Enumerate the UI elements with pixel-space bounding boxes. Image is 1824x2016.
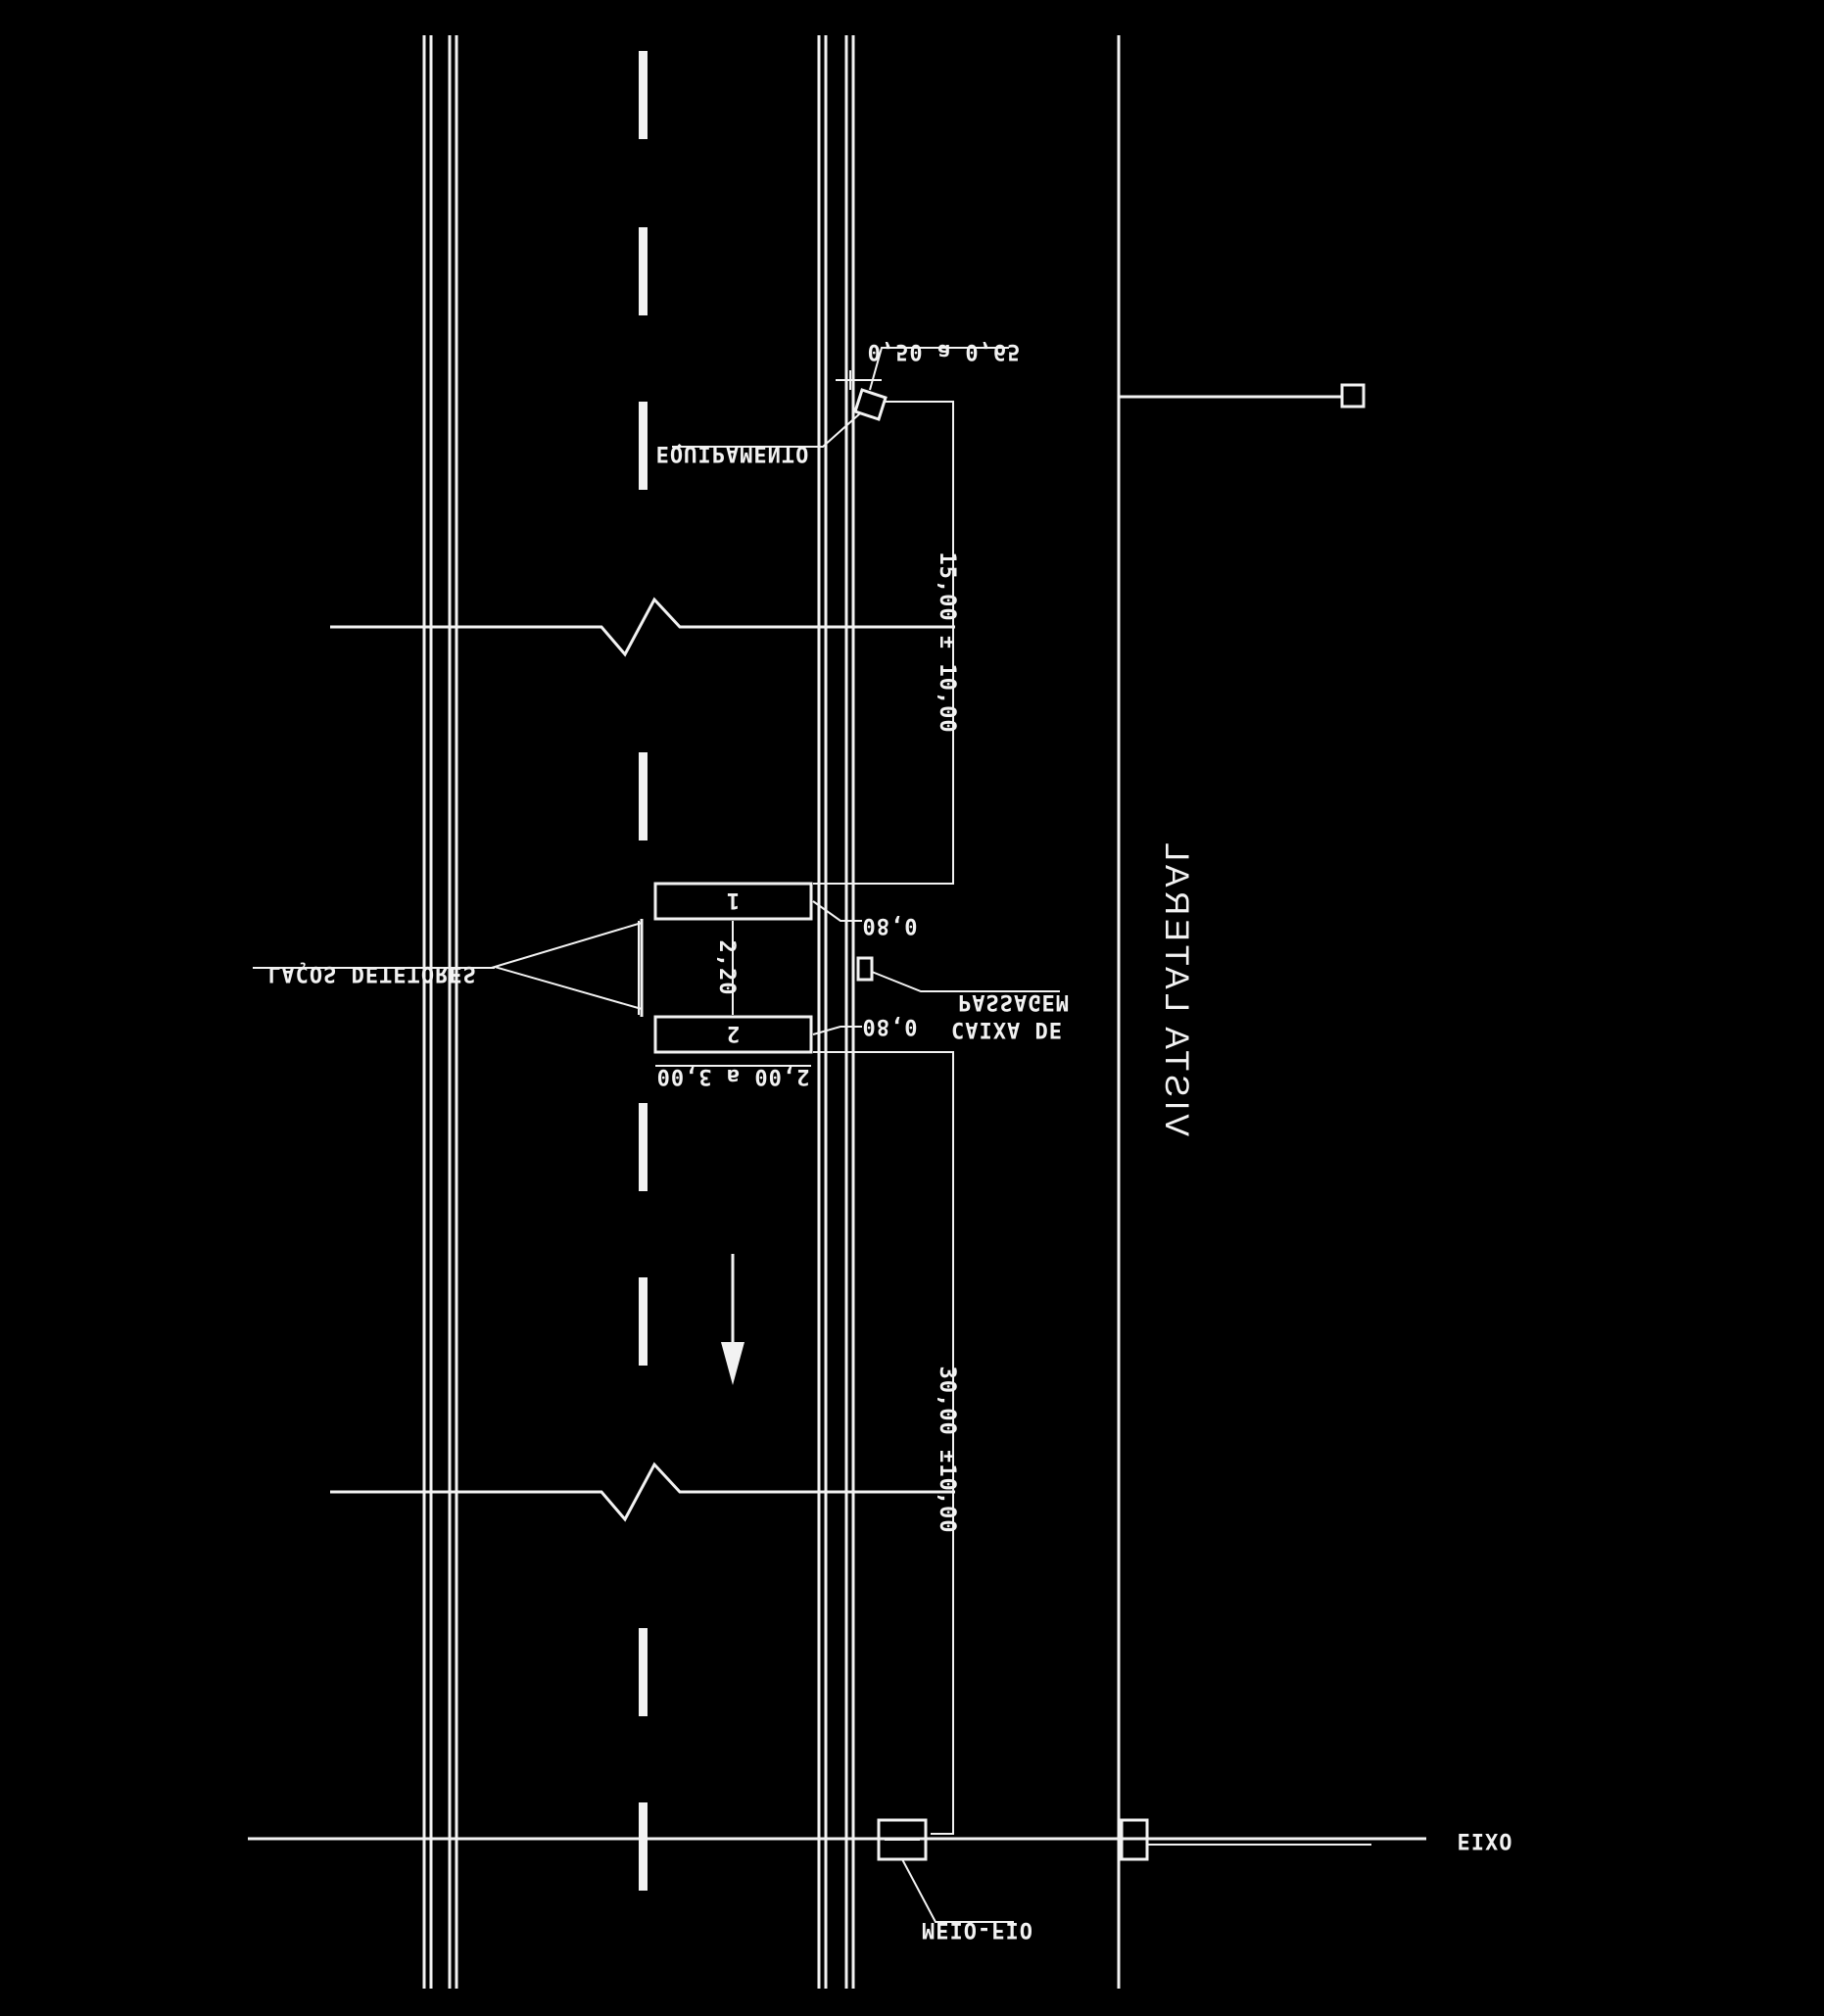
loop-length-dim: 2,00 a 3,00	[655, 1064, 811, 1088]
meio-fio-label: MEIO-FIO	[922, 1917, 1033, 1942]
pole-head-top	[1340, 383, 1366, 408]
lacos-leader	[491, 922, 643, 1010]
equipment-offset-label: 0,50 a 0,65	[868, 339, 1022, 363]
dim-line-equipment	[813, 401, 954, 885]
offset-top-leader	[812, 900, 862, 922]
eixo-label: EIXO	[1458, 1828, 1513, 1852]
equipment-box	[672, 347, 1009, 448]
road-edge-left	[422, 35, 458, 1989]
offset-bottom-leader	[812, 1026, 862, 1035]
lacos-label: LAÇOS DETETORES	[267, 961, 477, 985]
loop-1-number: 1	[726, 888, 740, 912]
caixa-passagem-leader	[871, 971, 1060, 992]
offset-bottom-label: 0,80	[862, 1014, 918, 1038]
meio-fio-box	[877, 1818, 1014, 1923]
dim-line-curb	[813, 1051, 954, 1835]
break-line-bottom	[330, 1462, 955, 1522]
caixa-passagem-box	[856, 956, 874, 982]
view-title: VISTA LATERAL	[1158, 839, 1195, 1136]
traffic-direction-arrow	[721, 1254, 744, 1385]
road-edge-right	[817, 35, 855, 1989]
offset-top-label: 0,80	[862, 913, 918, 937]
loop-width-dim: 2,20	[638, 921, 739, 1015]
passagem-label: PASSAGEM	[958, 989, 1070, 1014]
loop-2: 2	[653, 1015, 813, 1054]
dist-curb-label: 30,00 ±10,00	[935, 1367, 959, 1534]
loop-2-number: 2	[726, 1021, 740, 1045]
break-line-top	[330, 597, 955, 657]
equipamento-label: EQUIPAMENTO	[656, 441, 810, 465]
caixa-label: CAIXA DE	[951, 1017, 1063, 1041]
loop-length-label: 2,00 a 3,00	[656, 1064, 810, 1088]
dist-equipment-label: 15,00 ± 10,00	[935, 552, 959, 733]
pole-base-eixo	[1120, 1818, 1149, 1861]
loop-1: 1	[653, 882, 813, 921]
center-lane-dashes	[639, 51, 648, 1891]
loop-width-label: 2,20	[714, 940, 739, 996]
